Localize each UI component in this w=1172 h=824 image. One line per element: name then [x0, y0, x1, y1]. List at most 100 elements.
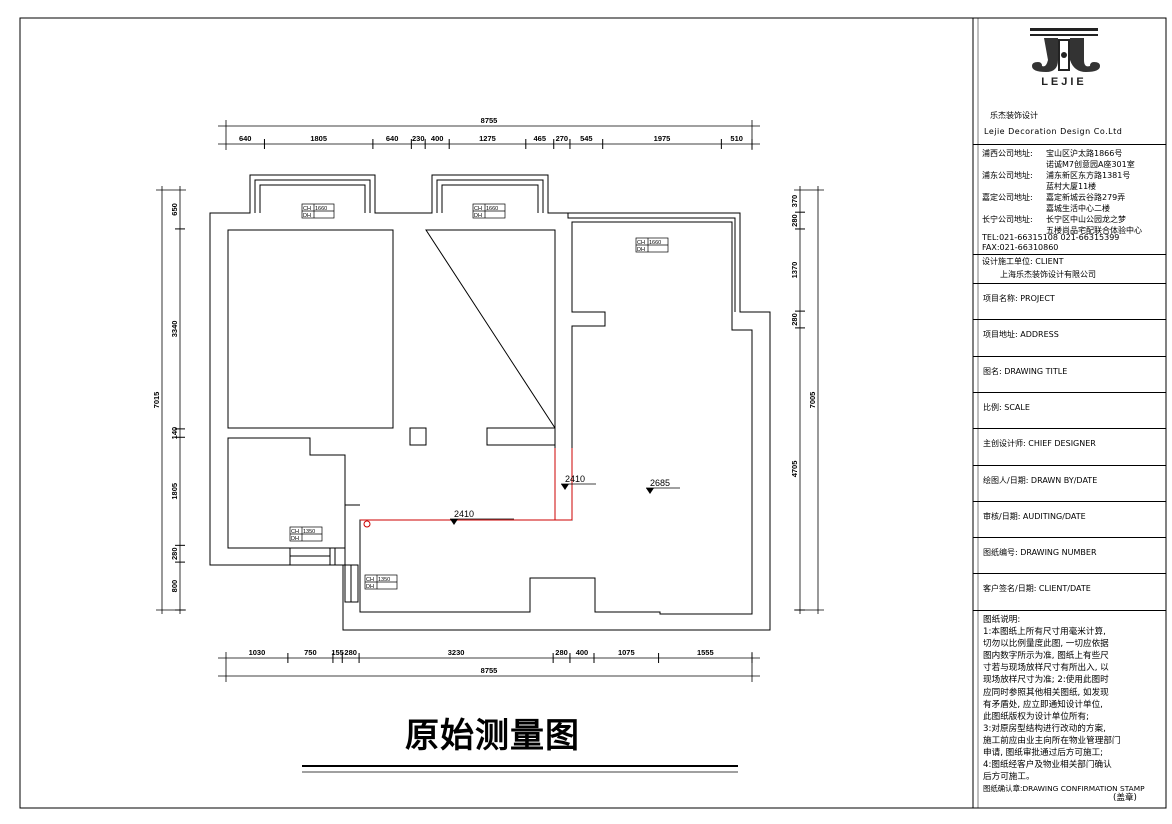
- field-label: 绘图人/日期: DRAWN BY/DATE: [983, 475, 1098, 485]
- note-line: 后方可施工。: [983, 772, 1035, 783]
- dimension-label: 1975: [654, 134, 671, 143]
- title-block-field: 绘图人/日期: DRAWN BY/DATE: [973, 464, 1166, 502]
- dimension-label: 650: [170, 203, 179, 216]
- address-line: 宝山区沪太路1866号: [1046, 149, 1123, 158]
- note-line: 图内数字所示为准, 图纸上有些尺: [983, 651, 1109, 662]
- address-line: 长宁区中山公园龙之梦: [1046, 215, 1126, 224]
- dimension-label: 155: [331, 648, 344, 657]
- field-label: 图纸编号: DRAWING NUMBER: [983, 548, 1097, 558]
- title-block-field: 项目地址: ADDRESS: [973, 319, 1166, 356]
- dimension-label: 800: [170, 580, 179, 593]
- tag-dh-label: DH: [303, 213, 311, 219]
- level-value: 2410: [565, 474, 585, 484]
- logo-text: LEJIE: [1041, 76, 1087, 88]
- tag-ch-value: 1350: [378, 577, 390, 583]
- drawing-title: 原始测量图: [405, 716, 580, 756]
- field-label: 主创设计师: CHIEF DESIGNER: [983, 439, 1096, 449]
- note-line: 有矛盾处, 应立即通知设计单位,: [983, 699, 1103, 710]
- note-line: 切勿以比例量度此图, 一切应依据: [983, 639, 1109, 650]
- dimension-label: 465: [534, 134, 547, 143]
- title-block-field: 图名: DRAWING TITLE: [973, 355, 1166, 393]
- dimension-label: 640: [239, 134, 252, 143]
- company-name-cn: 乐杰装饰设计: [990, 111, 1038, 120]
- note-line: 此图纸版权为设计单位所有;: [983, 711, 1090, 722]
- tel: TEL:021-66315108 021-66315399: [982, 233, 1120, 242]
- tag-ch-value: 1660: [315, 206, 327, 212]
- tag-dh-label: DH: [366, 584, 374, 590]
- client-label: 设计施工单位: CLIENT: [982, 257, 1064, 266]
- note-line: 3:对原房型结构进行改动的方案,: [983, 723, 1106, 734]
- tag-ch-label: CH: [291, 529, 299, 535]
- total-dimension: 8755: [481, 116, 498, 125]
- dimension-label: 640: [386, 134, 399, 143]
- field-label: 客户签名/日期: CLIENT/DATE: [983, 584, 1091, 594]
- title-block-field: 比例: SCALE: [973, 391, 1166, 429]
- title-block-field: 图纸编号: DRAWING NUMBER: [973, 537, 1166, 574]
- note-line: 施工前应由业主向所在物业管理部门: [983, 735, 1121, 746]
- tag-ch-label: CH: [474, 206, 482, 212]
- title-block-field: 主创设计师: CHIEF DESIGNER: [973, 428, 1166, 465]
- dimension-label: 1275: [479, 134, 496, 143]
- dimension-label: 1075: [618, 648, 635, 657]
- dimension-label: 1555: [697, 648, 714, 657]
- address-line: 诺诚M7创意园A座301室: [1046, 160, 1135, 169]
- dimension-label: 510: [730, 134, 743, 143]
- dimension-label: 280: [790, 313, 799, 326]
- field-label: 审核/日期: AUDITING/DATE: [983, 511, 1086, 521]
- dimension-label: 400: [576, 648, 589, 657]
- tag-ch-value: 1660: [486, 206, 498, 212]
- address-line: 嘉城生活中心二楼: [1046, 204, 1110, 213]
- note-line: 应同时参照其他相关图纸, 如发现: [983, 687, 1109, 698]
- tag-dh-label: DH: [637, 247, 645, 253]
- address-label: 浦西公司地址:: [982, 149, 1033, 158]
- address-line: 五楼尚品宅配联合体验中心: [1046, 226, 1142, 235]
- field-label: 项目名称: PROJECT: [983, 294, 1055, 303]
- address-line: 浦东新区东方路1381号: [1046, 171, 1131, 180]
- note-line: 寸若与现场放样尺寸有所出入, 以: [983, 663, 1109, 674]
- note-line: 图纸确认章:DRAWING CONFIRMATION STAMP: [983, 784, 1145, 794]
- dimension-label: 140: [170, 427, 179, 440]
- dimension-label: 270: [556, 134, 569, 143]
- dimension-label: 545: [580, 134, 593, 143]
- dimension-label: 3340: [170, 321, 179, 338]
- address-label: 嘉定公司地址:: [982, 193, 1033, 202]
- floor-plan: [209, 174, 771, 631]
- note-line: 4:图纸经客户及物业相关部门确认: [983, 760, 1112, 771]
- address-line: 嘉定新城云谷路279弄: [1046, 193, 1126, 202]
- level-marker: 2685: [646, 478, 680, 494]
- room-bedroom-2: [425, 229, 556, 446]
- fax: FAX:021-66310860: [982, 243, 1059, 252]
- address-label: 长宁公司地址:: [982, 215, 1033, 224]
- title-block: 乐杰装饰设计 Lejie Decoration Design Co.Ltd 浦西…: [973, 18, 1166, 808]
- total-dimension: 7005: [808, 392, 817, 409]
- lejie-logo: LEJIE: [1030, 28, 1100, 88]
- dimension-label: 280: [790, 214, 799, 227]
- total-dimension: 8755: [481, 666, 498, 675]
- field-label: 项目地址: ADDRESS: [983, 330, 1059, 340]
- dimension-label: 280: [170, 547, 179, 560]
- level-marker: 2410: [561, 474, 596, 490]
- outer-wall: [209, 174, 771, 631]
- tag-ch-value: 1350: [303, 529, 315, 535]
- field-label: 比例: SCALE: [983, 402, 1030, 412]
- address-line: 蓝村大厦11楼: [1046, 182, 1097, 191]
- title-block-field: 项目名称: PROJECT: [973, 283, 1166, 320]
- tag-ch-label: CH: [637, 240, 645, 246]
- dimension-label: 3230: [448, 648, 465, 657]
- dimension-label: 1805: [170, 483, 179, 500]
- company-name-en: Lejie Decoration Design Co.Ltd: [984, 127, 1123, 136]
- note-line: 申请, 图纸审批通过后方可施工;: [983, 748, 1104, 759]
- dimension-label: 230: [412, 134, 425, 143]
- note-line: 图纸说明:: [983, 615, 1021, 625]
- drawing-notes: 图纸说明:1:本图纸上所有尺寸用毫米计算,切勿以比例量度此图, 一切应依据图内数…: [983, 614, 1167, 795]
- room-living: [359, 221, 753, 615]
- dimension-label: 1805: [310, 134, 327, 143]
- tag-dh-label: DH: [291, 536, 299, 542]
- field-label: 图名: DRAWING TITLE: [983, 366, 1068, 376]
- address-label: 浦东公司地址:: [982, 171, 1033, 180]
